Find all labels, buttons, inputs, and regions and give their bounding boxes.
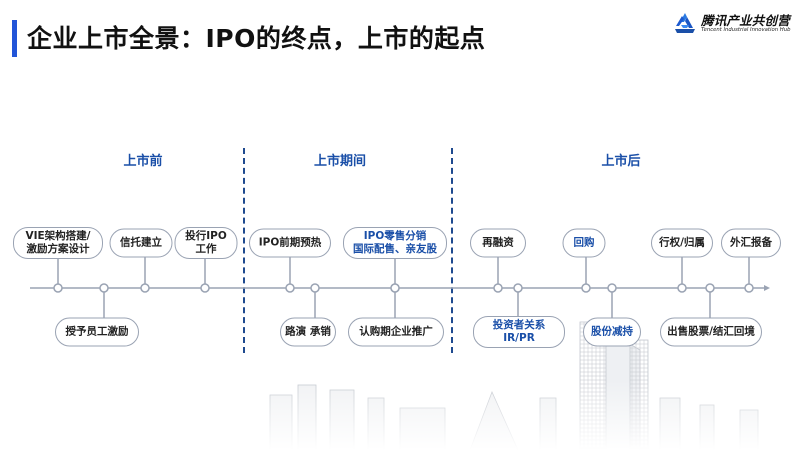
timeline-event-box: 出售股票/结汇回境 [660,317,762,347]
tencent-hub-logo-icon [675,13,695,33]
event-label: IR/PR [503,332,535,344]
phase-label-during-ipo: 上市期间 [313,154,367,169]
phase-divider [243,148,245,353]
timeline-event-box: 股份减持 [583,317,641,347]
event-label: 激励方案设计 [26,243,90,255]
event-label: 路演 承销 [285,325,331,338]
title-accent-bar [12,20,17,57]
event-label: IPO零售分销 [363,230,427,242]
timeline-node [53,283,63,293]
timeline-node [607,283,617,293]
event-label: 投行IPO [185,230,227,242]
event-label: IPO前期预热 [258,236,322,249]
phase-label-post-ipo: 上市后 [601,154,641,169]
timeline-event-box: 认购期企业推广 [348,317,444,347]
event-label: 授予员工激励 [65,325,129,338]
timeline-event-box: 授予员工激励 [55,317,139,347]
timeline-event-box: IPO前期预热 [249,228,331,258]
event-label: 投资者关系 [492,319,546,331]
timeline-node [285,283,295,293]
timeline-event-box: 外汇报备 [721,228,781,258]
timeline-arrow-icon [764,285,770,291]
timeline-event-box: 再融资 [470,228,526,258]
timeline-event-box: IPO零售分销国际配售、亲友股 [343,227,447,259]
event-label: 回购 [573,236,595,249]
logo-name-cn: 腾讯产业共创营 [701,13,790,28]
timeline-node [310,283,320,293]
event-label: 出售股票/结汇回境 [667,325,755,338]
event-label: 工作 [195,243,217,255]
event-label: 外汇报备 [730,236,772,249]
event-label: 认购期企业推广 [359,325,433,338]
timeline-node [200,283,210,293]
timeline-node [140,283,150,293]
timeline-node [99,283,109,293]
timeline-node [744,283,754,293]
phase-divider [451,148,453,353]
timeline-event-box: 行权/归属 [651,228,713,258]
event-label: 再融资 [482,236,514,249]
timeline-event-box: 路演 承销 [280,317,336,347]
event-label: 股份减持 [591,325,633,338]
timeline-event-box: 回购 [562,228,606,258]
phase-label-pre-ipo: 上市前 [123,154,163,169]
timeline-node [581,283,591,293]
timeline-node [513,283,523,293]
event-label: 国际配售、亲友股 [353,243,437,255]
timeline-node [677,283,687,293]
timeline-event-box: VIE架构搭建/激励方案设计 [13,227,103,259]
timeline-node [705,283,715,293]
timeline-node [390,283,400,293]
logo: 腾讯产业共创营 Tencent Industrial Innovation Hu… [673,10,793,38]
event-label: 行权/归属 [659,236,705,249]
timeline-node [493,283,503,293]
page-title: 企业上市全景：IPO的终点，上市的起点 [27,24,486,53]
event-label: 信托建立 [120,236,162,249]
timeline-event-box: 信托建立 [109,228,173,258]
logo-name-en: Tencent Industrial Innovation Hub [701,27,791,33]
event-label: VIE架构搭建/ [25,230,91,242]
